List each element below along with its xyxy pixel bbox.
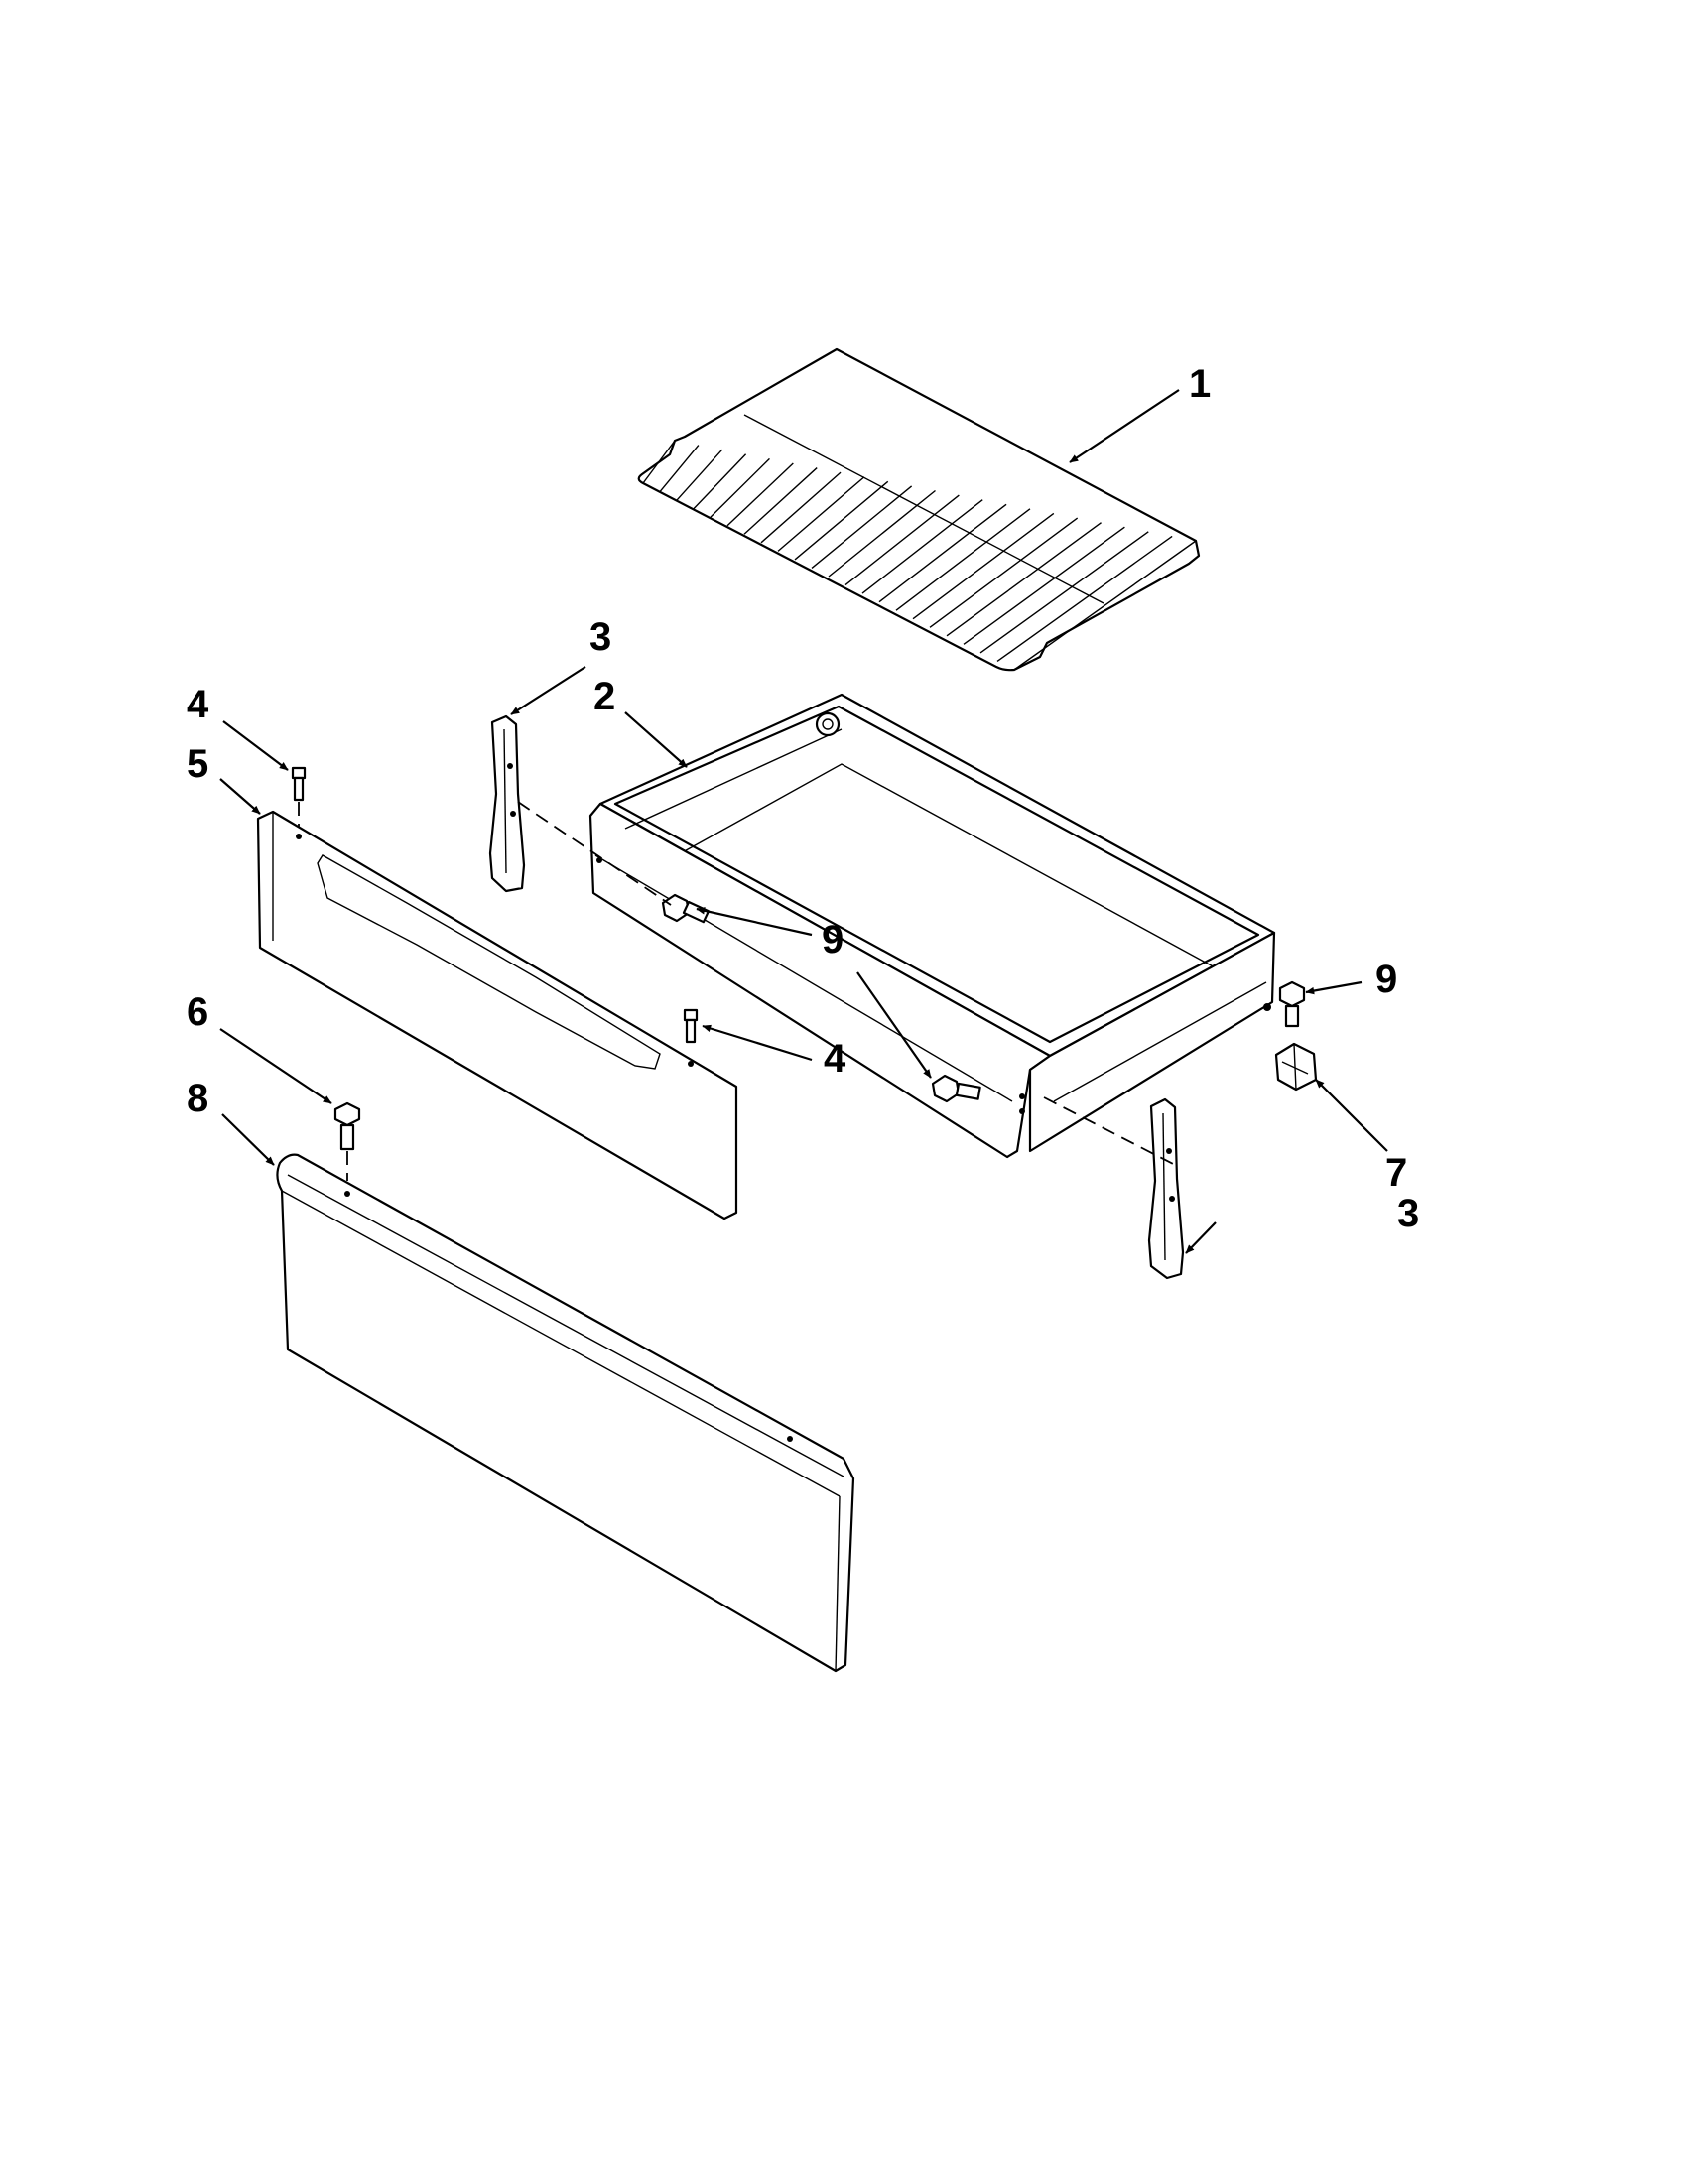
rack-wire [895,508,1031,611]
rack-wire [743,467,818,535]
oven-rack [637,347,1201,672]
callout-4-top: 4 [187,683,209,726]
rack-wire [912,512,1055,620]
rack-wire [710,457,770,518]
rack-wire [642,440,676,484]
callout-5: 5 [187,742,208,786]
callout-9-center: 9 [822,918,844,962]
callout-6: 6 [187,990,208,1034]
screw-9-center [931,1074,981,1103]
alignment-line-left [517,801,672,906]
rack-wire [878,503,1007,603]
drawer-outer-panel [276,1153,855,1673]
drawer-front-panel [256,810,738,1220]
rack-wire [861,499,983,594]
rack-wire [811,485,913,569]
screw-9-right [1278,980,1306,1028]
rack-wire [659,445,700,492]
slide-bracket-left [488,714,526,893]
alignment-line-right [1043,1096,1176,1166]
rack-wire [844,494,960,586]
callout-9-right: 9 [1375,958,1397,1001]
rack-wire [676,449,723,501]
rack-wire [996,535,1173,663]
rack-wire [777,476,865,552]
rack-wire [979,531,1149,654]
callout-3-bottom: 3 [1397,1192,1419,1235]
clip-7 [1274,1042,1318,1092]
callout-7: 7 [1385,1151,1407,1195]
drawer-body [588,693,1276,1159]
rack-wire [726,462,794,527]
rack-wire [963,526,1125,645]
rack-wire [946,522,1102,637]
rack-wire [794,480,889,561]
rack-wire [1013,540,1197,671]
rack-wires [642,440,1197,671]
screw-6 [333,1101,361,1181]
screw-4-top [291,766,307,832]
callout-3-top: 3 [589,615,611,659]
callout-1: 1 [1189,362,1211,406]
callout-2: 2 [593,675,615,718]
rack-wire [828,489,936,578]
rack-wire [760,471,842,544]
callout-8: 8 [187,1077,208,1120]
callout-4-bottom: 4 [824,1037,846,1081]
screw-4-bottom [683,1008,699,1044]
slide-bracket-right [1147,1097,1185,1280]
rack-wire [693,453,747,510]
leader-lines [219,389,1388,1254]
rack-wire [929,517,1079,628]
